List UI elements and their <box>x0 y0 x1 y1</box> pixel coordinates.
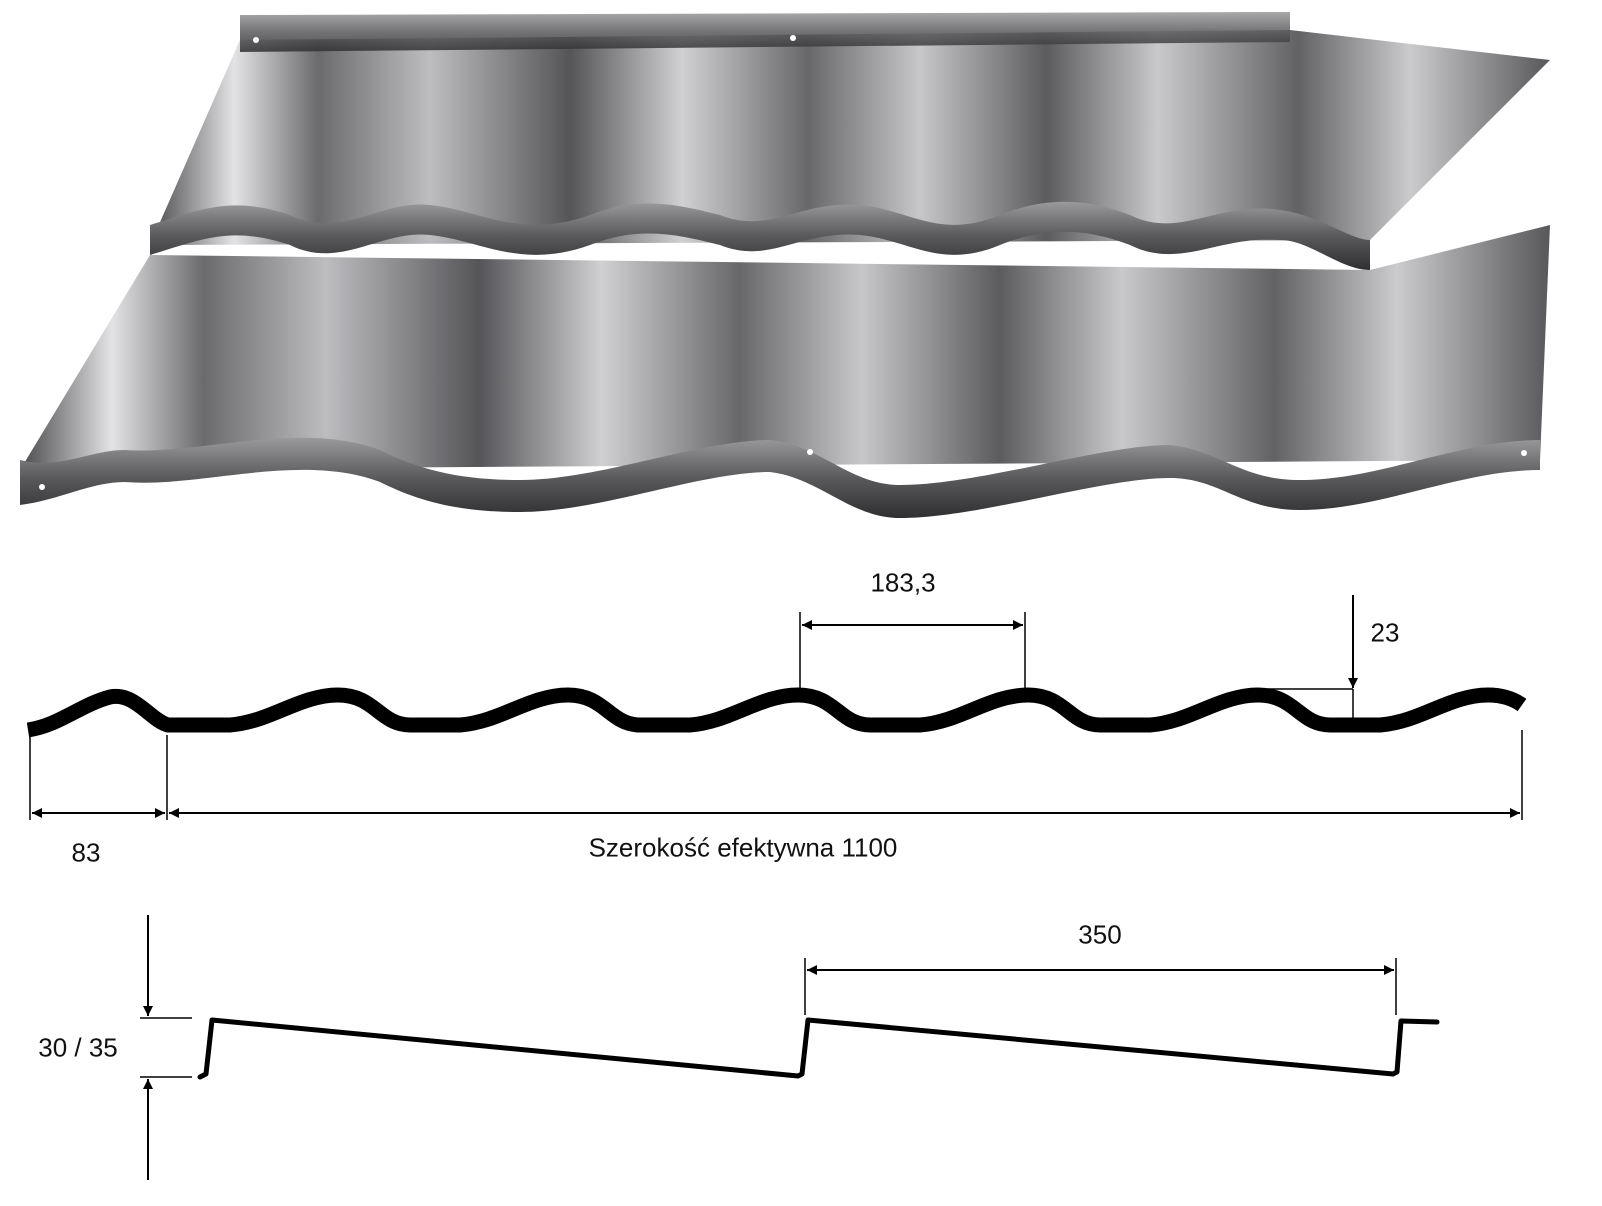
side-profile <box>197 1017 1440 1080</box>
screw-hole <box>253 37 259 43</box>
wave-height-label: 23 <box>1370 617 1400 648</box>
module-length-label: 350 <box>1078 919 1122 950</box>
upper-step-edge <box>150 201 1370 270</box>
upper-tier <box>150 30 1550 245</box>
wave-pitch-label: 183,3 <box>870 567 936 598</box>
screw-hole <box>807 449 813 455</box>
screw-hole <box>39 484 45 490</box>
step-height-label: 30 / 35 <box>38 1032 118 1063</box>
lower-front-edge <box>20 437 1540 518</box>
cross-section-profile <box>26 687 1527 738</box>
lower-tier <box>20 225 1550 470</box>
edge-width-label: 83 <box>71 837 101 868</box>
screw-hole <box>790 35 796 41</box>
dimension-lines <box>29 595 1523 820</box>
side-dimension-lines <box>140 915 1397 1180</box>
screw-hole <box>1521 450 1527 456</box>
upper-top-edge <box>240 12 1290 52</box>
effective-width-label: Szerokość efektywna 1100 <box>588 832 898 863</box>
roof-sheet-render <box>20 12 1550 518</box>
